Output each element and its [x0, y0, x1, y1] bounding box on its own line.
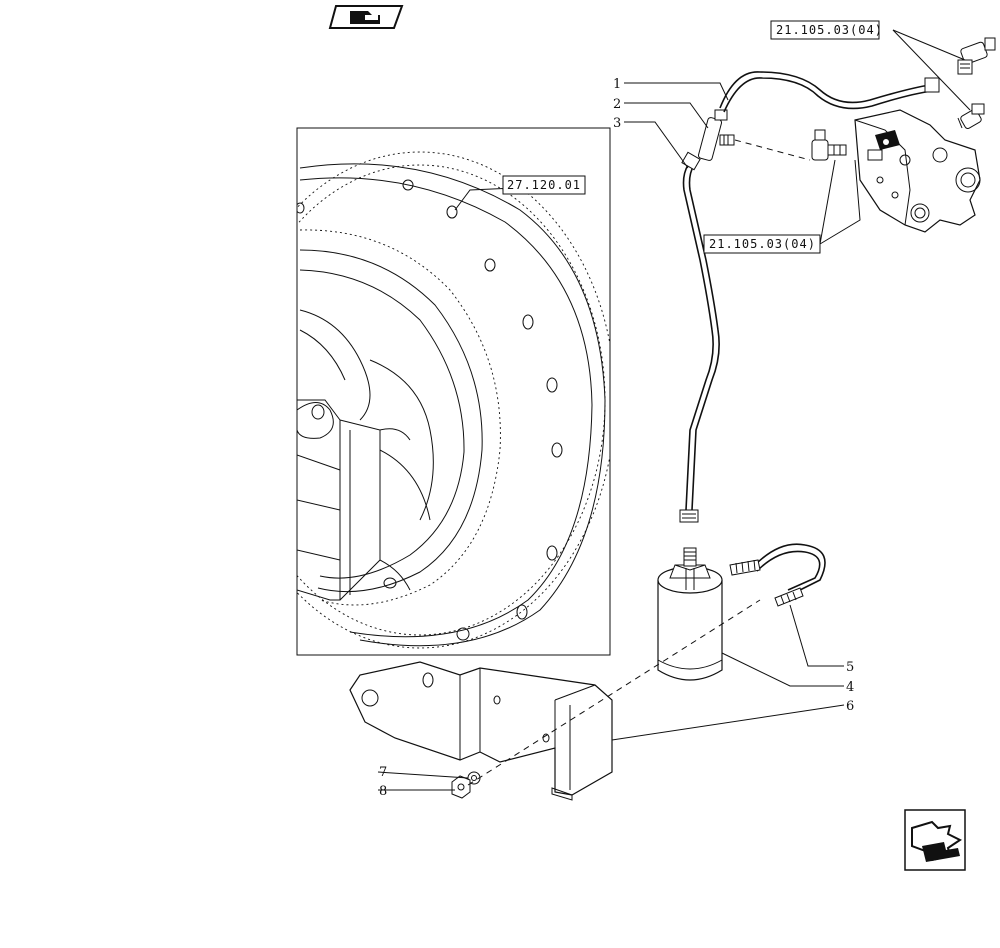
ref-box-inset[interactable]: 27.120.01	[502, 175, 586, 195]
pressure-accumulator	[657, 547, 723, 681]
callout-labels: 1 2 3 4 5 6 7 8	[379, 77, 854, 799]
callout-4: 4	[846, 680, 854, 695]
tee-fitting	[697, 109, 735, 161]
hose	[729, 543, 826, 607]
brake-valve	[854, 109, 981, 233]
upper-pipe	[719, 71, 940, 113]
connection-line	[734, 139, 811, 161]
top-right-fittings	[957, 37, 996, 129]
svg-text:21.105.03(04): 21.105.03(04)	[709, 237, 816, 251]
callout-2: 2	[613, 97, 621, 112]
inset-frame	[296, 127, 611, 656]
callout-7: 7	[379, 765, 387, 780]
callout-6: 6	[846, 699, 854, 714]
brake-pipe	[679, 151, 720, 523]
axle-flange-drawing	[297, 151, 610, 649]
nut	[451, 775, 471, 799]
next-page-arrow-icon[interactable]	[904, 809, 966, 871]
mounting-bracket	[349, 661, 613, 801]
callout-5: 5	[846, 660, 854, 675]
svg-text:27.120.01: 27.120.01	[507, 178, 581, 192]
assembly-line	[467, 599, 761, 786]
svg-text:21.105.03(04): 21.105.03(04)	[776, 23, 883, 37]
ref-box-top-right[interactable]: 21.105.03(04)	[770, 20, 883, 40]
callout-1: 1	[613, 77, 621, 92]
ref-box-middle-right[interactable]: 21.105.03(04)	[703, 234, 821, 254]
callout-3: 3	[613, 116, 621, 131]
callout-8: 8	[379, 784, 387, 799]
book-back-icon[interactable]	[328, 5, 404, 29]
elbow-fitting	[811, 129, 847, 161]
